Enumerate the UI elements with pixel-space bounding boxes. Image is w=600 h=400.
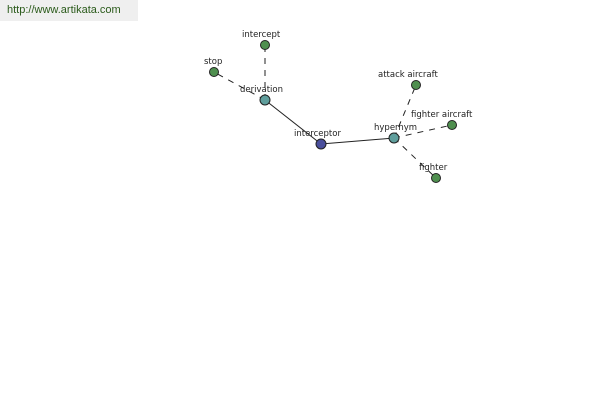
graph-edges xyxy=(213,45,453,179)
node-interceptor[interactable] xyxy=(315,138,327,150)
edge-hypernym-to-fighter_aircraft xyxy=(393,124,453,139)
edge-interceptor-to-derivation xyxy=(264,99,322,145)
node-intercept[interactable] xyxy=(260,40,270,50)
node-hypernym[interactable] xyxy=(388,132,400,144)
edge-derivation-to-stop xyxy=(213,71,266,101)
node-derivation[interactable] xyxy=(259,94,271,106)
edge-interceptor-to-hypernym xyxy=(320,137,395,145)
edge-hypernym-to-fighter xyxy=(393,137,437,179)
node-label-derivation[interactable]: derivation xyxy=(240,85,283,95)
site-url-text[interactable]: http://www.artikata.com xyxy=(7,4,121,16)
node-label-attack-aircraft[interactable]: attack aircraft xyxy=(378,70,438,80)
node-label-hypernym[interactable]: hypernym xyxy=(374,123,417,133)
node-label-fighter-aircraft[interactable]: fighter aircraft xyxy=(411,110,473,120)
node-label-intercept[interactable]: intercept xyxy=(242,30,281,40)
edge-hypernym-to-attack_aircraft xyxy=(393,84,417,139)
graph-labels: interceptor derivation hypernym intercept st… xyxy=(204,30,473,173)
node-label-interceptor[interactable]: interceptor xyxy=(294,129,341,139)
node-attack-aircraft[interactable] xyxy=(411,80,421,90)
site-url-banner[interactable]: http://www.artikata.com xyxy=(0,0,138,21)
node-fighter[interactable] xyxy=(431,173,441,183)
node-label-fighter[interactable]: fighter xyxy=(419,163,448,173)
graph-nodes xyxy=(209,40,457,183)
node-stop[interactable] xyxy=(209,67,219,77)
node-label-stop[interactable]: stop xyxy=(204,57,222,67)
node-fighter-aircraft[interactable] xyxy=(447,120,457,130)
